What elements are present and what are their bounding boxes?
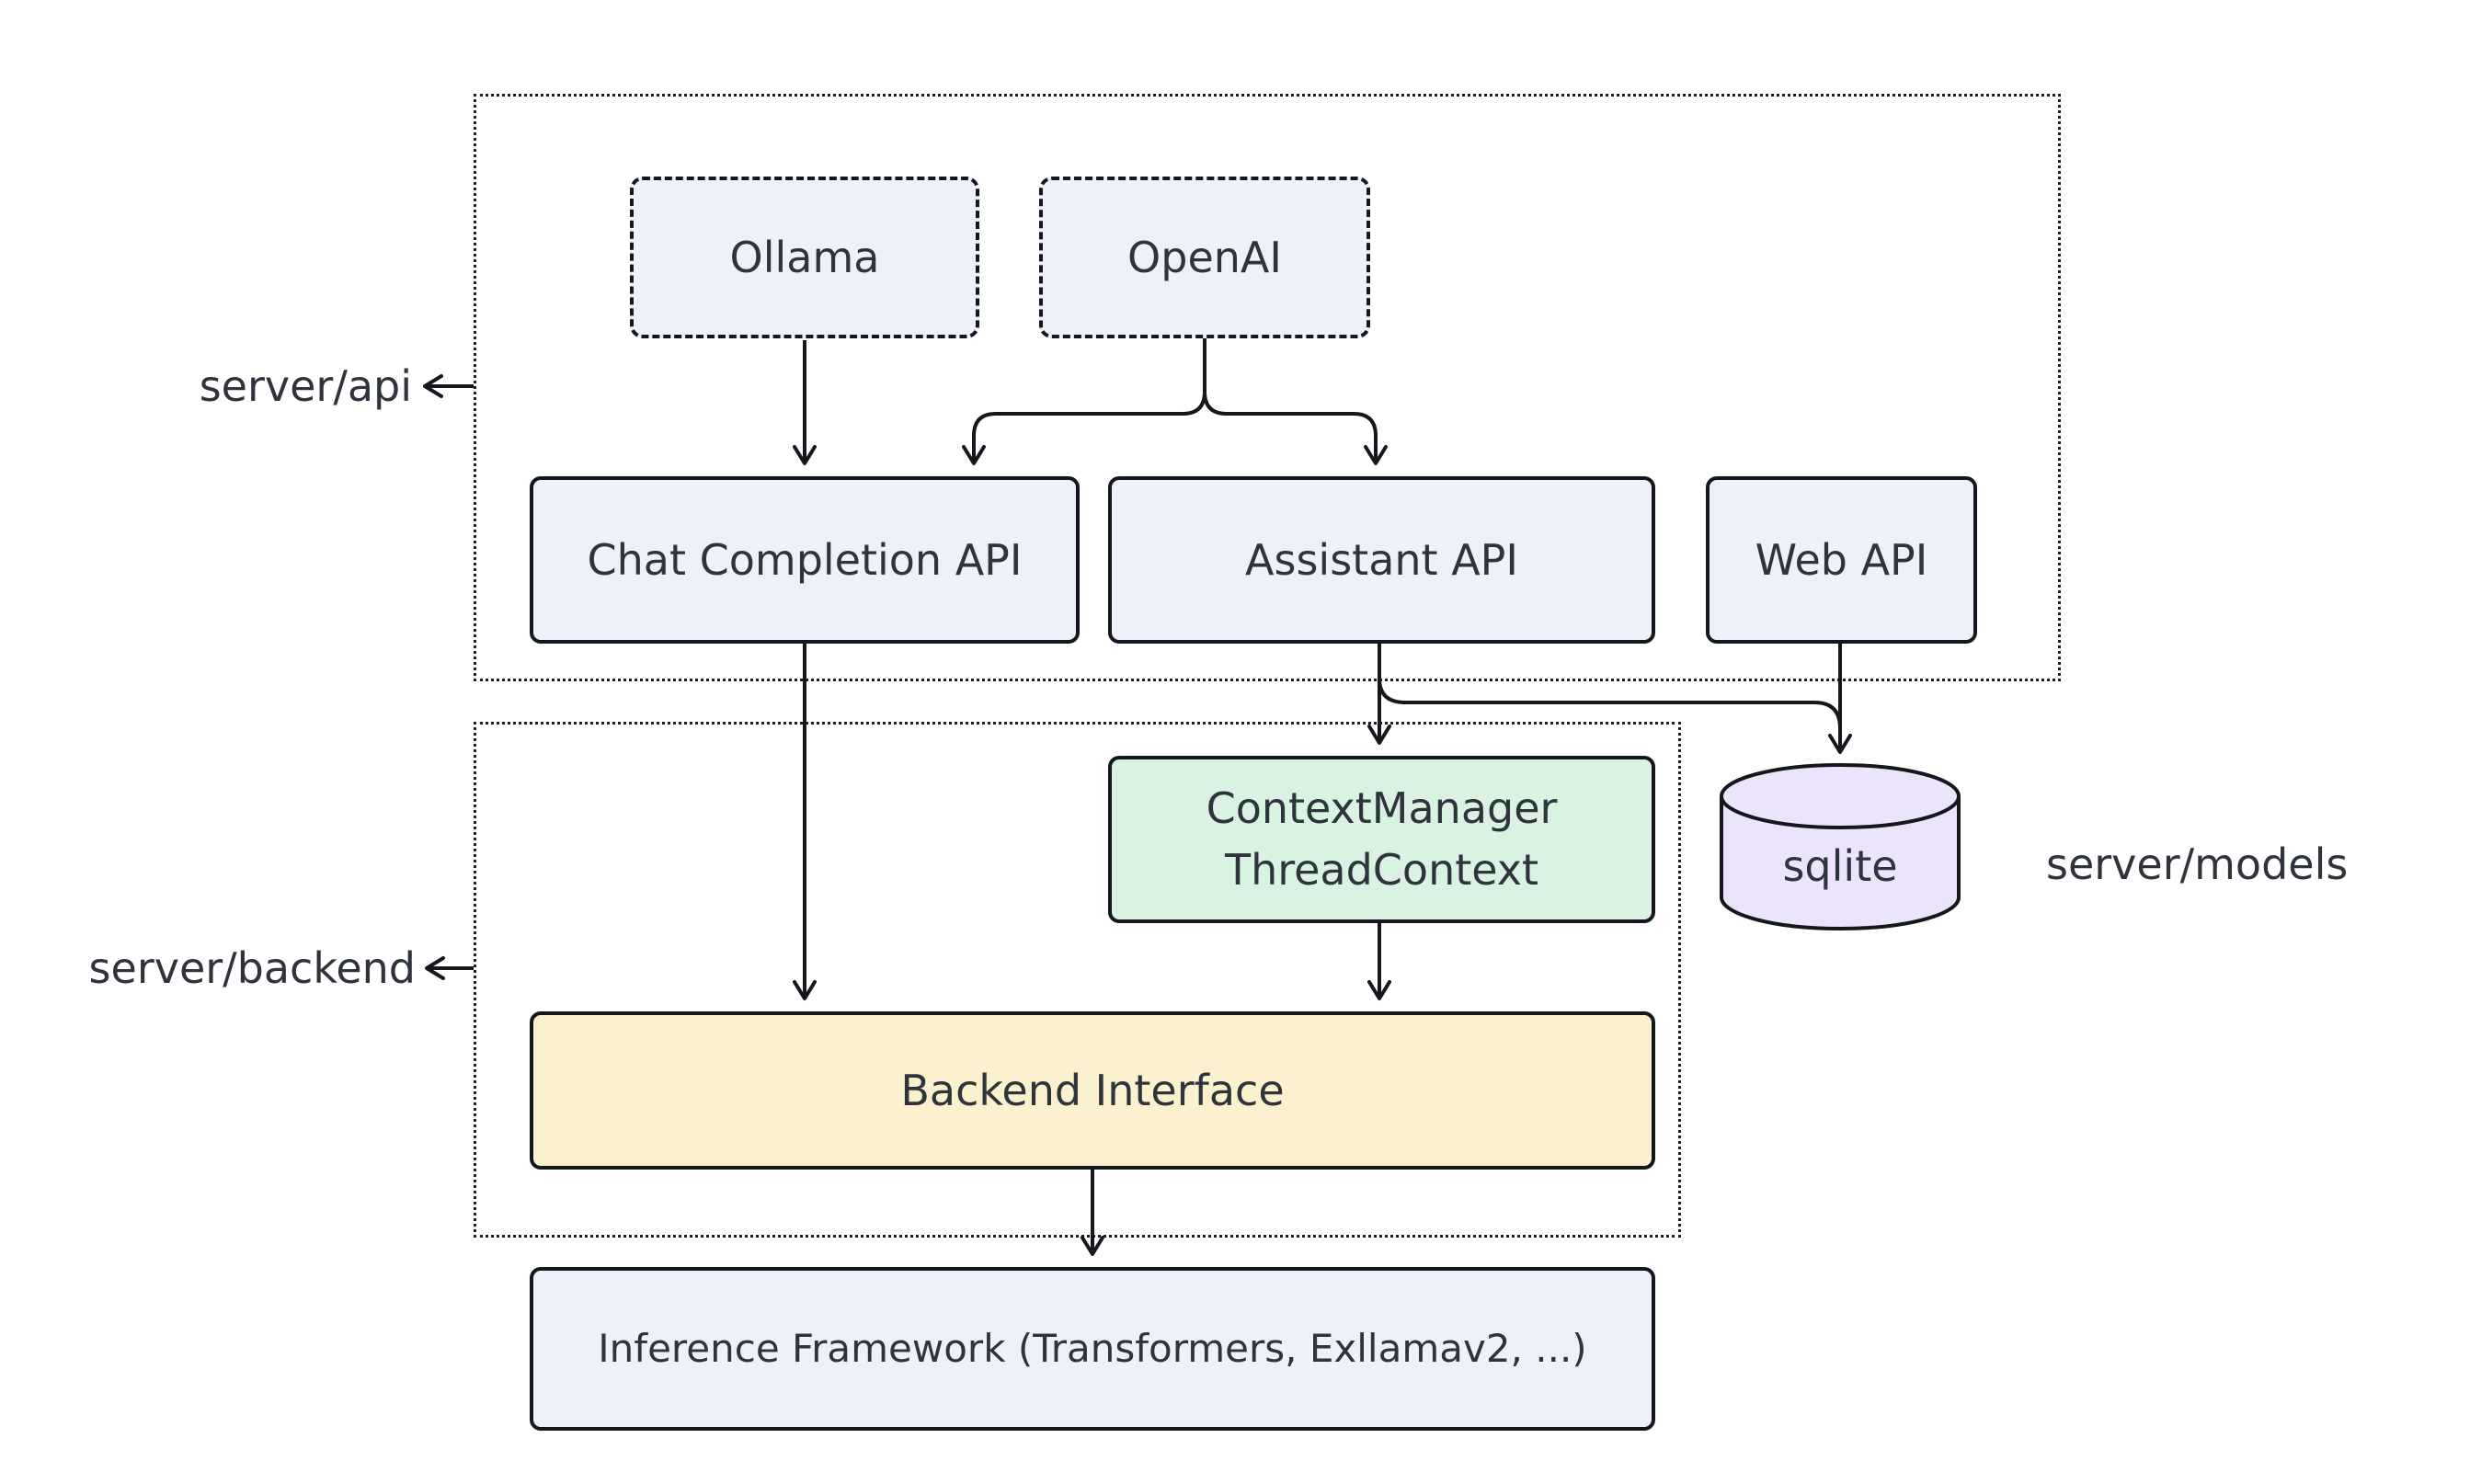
node-ollama-label: Ollama (729, 232, 880, 282)
label-server-backend: server/backend (88, 943, 416, 993)
node-assistant-api-label: Assistant API (1245, 534, 1518, 585)
node-ollama: Ollama (630, 177, 979, 338)
node-backend-interface: Backend Interface (530, 1011, 1655, 1170)
node-web-api-label: Web API (1755, 534, 1928, 585)
node-inference-framework-label: Inference Framework (Transformers, Exlla… (598, 1325, 1587, 1371)
label-server-models: server/models (2046, 839, 2349, 889)
node-openai: OpenAI (1039, 177, 1370, 338)
container-server-backend (474, 722, 1681, 1238)
container-server-api (474, 94, 2061, 681)
node-assistant-api: Assistant API (1108, 476, 1655, 644)
node-inference-framework: Inference Framework (Transformers, Exlla… (530, 1267, 1655, 1431)
node-context-manager: ContextManager ThreadContext (1108, 756, 1655, 923)
label-server-api: server/api (199, 361, 412, 411)
node-chat-completion-api: Chat Completion API (530, 476, 1080, 644)
node-context-manager-label: ContextManager ThreadContext (1206, 783, 1558, 895)
node-backend-interface-label: Backend Interface (900, 1065, 1285, 1115)
node-web-api: Web API (1706, 476, 1977, 644)
node-chat-completion-api-label: Chat Completion API (587, 534, 1023, 585)
node-openai-label: OpenAI (1127, 232, 1282, 282)
node-sqlite-label: sqlite (1782, 841, 1898, 891)
sqlite-cylinder-top (1720, 763, 1961, 829)
